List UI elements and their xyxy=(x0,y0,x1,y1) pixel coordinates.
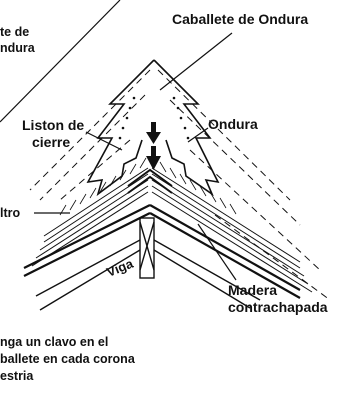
label-top-left-line2: ndura xyxy=(0,41,35,55)
ridge-nail-dots xyxy=(118,96,190,140)
leader-liston xyxy=(85,131,123,151)
label-madera-line1: Madera xyxy=(228,282,278,298)
ridge-chevrons xyxy=(127,168,173,194)
label-ondura: Ondura xyxy=(208,116,258,132)
nail-arrows xyxy=(146,122,161,170)
roof-surface-lines-left xyxy=(29,69,151,201)
label-liston-line1: Liston de xyxy=(22,117,85,133)
ondura-sheet-right xyxy=(151,167,313,293)
label-fieltro: ltro xyxy=(0,206,21,220)
ridge-beam xyxy=(139,217,155,279)
label-madera-line2: contrachapada xyxy=(228,299,328,315)
felt-layer-hatching xyxy=(59,157,237,216)
label-liston-line2: cierre xyxy=(32,134,71,150)
label-clavo-line2: ballete en cada corona xyxy=(0,352,135,366)
label-clavo-line3: estria xyxy=(0,369,34,383)
rafter-right xyxy=(153,239,261,309)
ondura-sheet-left xyxy=(31,167,149,267)
rafter-left xyxy=(35,239,141,311)
pointer-line-top xyxy=(0,0,121,123)
plywood-boards xyxy=(23,204,301,299)
leader-ondura xyxy=(187,127,209,143)
leader-caballete xyxy=(159,32,233,91)
label-clavo-line1: nga un clavo en el xyxy=(0,335,109,349)
ridge-cap xyxy=(86,59,220,197)
label-caballete: Caballete de Ondura xyxy=(172,11,309,27)
label-top-left-line1: te de xyxy=(0,25,30,39)
